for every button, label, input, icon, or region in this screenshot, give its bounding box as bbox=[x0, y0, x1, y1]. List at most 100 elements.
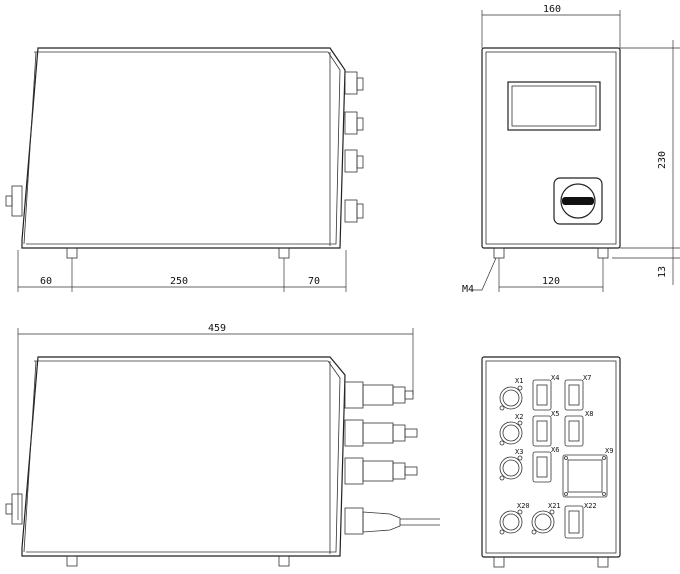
connector-flange bbox=[499, 421, 523, 445]
connector-screw bbox=[517, 420, 523, 426]
front-body-inner-outline bbox=[26, 51, 341, 245]
connector-x22 bbox=[564, 505, 584, 539]
connector-screw bbox=[549, 509, 555, 515]
label-x6: X6 bbox=[551, 446, 559, 454]
connector-x9-socket bbox=[567, 459, 603, 493]
dim-side-height: 230 bbox=[657, 151, 668, 169]
connector-x1 bbox=[499, 385, 523, 411]
connector-stub-tip bbox=[356, 203, 364, 219]
connector-flange bbox=[499, 386, 523, 410]
connector-x20 bbox=[499, 509, 523, 535]
front-body-outline bbox=[21, 47, 346, 249]
connector-socket bbox=[502, 513, 520, 531]
connector-x3 bbox=[499, 455, 523, 481]
connector-x4-socket bbox=[536, 384, 548, 406]
connector-socket bbox=[534, 513, 552, 531]
side-body-outline bbox=[481, 47, 621, 249]
label-x1: X1 bbox=[515, 377, 523, 385]
cable-plug-body bbox=[362, 422, 394, 444]
foot bbox=[66, 247, 78, 259]
knob-body bbox=[11, 493, 23, 525]
connector-stub-tip bbox=[356, 77, 364, 91]
cable-plug-nut bbox=[392, 424, 406, 442]
connector-screw bbox=[517, 385, 523, 391]
label-x3: X3 bbox=[515, 448, 523, 456]
rear-view-bottom: X1 X2 X3 X4 X5 X6 X7 X8 X9 X20 X21 X22 bbox=[481, 356, 621, 568]
label-x7: X7 bbox=[583, 374, 591, 382]
cable-plug-end bbox=[404, 390, 414, 400]
cable-plug-end bbox=[404, 466, 418, 476]
knob-shaft bbox=[5, 195, 13, 207]
cable-plug-body bbox=[362, 384, 394, 406]
connector-x5 bbox=[532, 415, 552, 447]
connector-screw bbox=[517, 509, 523, 515]
cable-plug-body bbox=[362, 511, 401, 533]
dim-foot-height: 13 bbox=[657, 266, 668, 278]
dim-feet-spacing: 120 bbox=[542, 276, 560, 287]
cable-plug bbox=[344, 457, 364, 485]
rear-body-inner bbox=[485, 360, 617, 554]
label-x22: X22 bbox=[584, 502, 597, 510]
dim-side-width: 160 bbox=[543, 4, 561, 15]
connector-x4 bbox=[532, 379, 552, 411]
connector-stub-tip bbox=[356, 117, 364, 131]
connector-screw bbox=[602, 456, 606, 460]
connector-screw bbox=[531, 529, 537, 535]
cable-plug-body bbox=[362, 460, 394, 482]
connector-stub bbox=[344, 71, 358, 95]
connector-stub bbox=[344, 199, 358, 223]
foot bbox=[597, 556, 609, 568]
connector-screw bbox=[499, 529, 505, 535]
connector-flange bbox=[531, 510, 555, 534]
connector-screw bbox=[499, 405, 505, 411]
connector-stub bbox=[344, 111, 358, 135]
foot bbox=[278, 247, 290, 259]
label-x21: X21 bbox=[548, 502, 561, 510]
connector-x8-socket bbox=[568, 420, 580, 442]
foot bbox=[597, 247, 609, 259]
foot bbox=[66, 555, 78, 567]
main-switch-dial bbox=[560, 183, 596, 219]
cable-plug bbox=[344, 419, 364, 447]
connector-stub-tip bbox=[356, 155, 364, 169]
connector-x2 bbox=[499, 420, 523, 446]
connector-screw bbox=[602, 492, 606, 496]
connector-socket bbox=[502, 389, 520, 407]
cable-plug-nut bbox=[392, 386, 406, 404]
front-slanted-edge bbox=[23, 51, 37, 245]
connector-x21 bbox=[531, 509, 555, 535]
connector-socket bbox=[502, 459, 520, 477]
dim-overall-length: 459 bbox=[208, 323, 226, 334]
label-foot-thread: M4 bbox=[462, 284, 474, 295]
connector-screw bbox=[499, 440, 505, 446]
side-view-top: 160 230 13 120 M4 bbox=[462, 4, 680, 295]
foot bbox=[278, 555, 290, 567]
display-window bbox=[507, 81, 601, 131]
connector-screw bbox=[564, 456, 568, 460]
label-x5: X5 bbox=[551, 410, 559, 418]
label-x4: X4 bbox=[551, 374, 559, 382]
connector-screw bbox=[564, 492, 568, 496]
knob-body bbox=[11, 185, 23, 217]
connector-x8 bbox=[564, 415, 584, 447]
connector-socket bbox=[502, 424, 520, 442]
side-body-inner bbox=[485, 51, 617, 245]
label-x9: X9 bbox=[605, 447, 613, 455]
connector-x22-socket bbox=[568, 510, 580, 534]
front-view-bottom: 459 bbox=[5, 323, 440, 567]
connector-screw bbox=[517, 455, 523, 461]
connector-x7-socket bbox=[568, 384, 580, 406]
cable-plug-nut bbox=[392, 462, 406, 480]
label-x20: X20 bbox=[517, 502, 530, 510]
label-x8: X8 bbox=[585, 410, 593, 418]
front-view-top: 60 250 70 bbox=[5, 47, 364, 292]
connector-x9 bbox=[562, 454, 608, 498]
connector-screw bbox=[499, 475, 505, 481]
cable-plug bbox=[344, 381, 364, 409]
connector-x6 bbox=[532, 451, 552, 483]
dim-front-middle: 250 bbox=[170, 276, 188, 287]
connector-flange bbox=[499, 510, 523, 534]
foot bbox=[493, 247, 505, 259]
connector-stub bbox=[344, 149, 358, 173]
